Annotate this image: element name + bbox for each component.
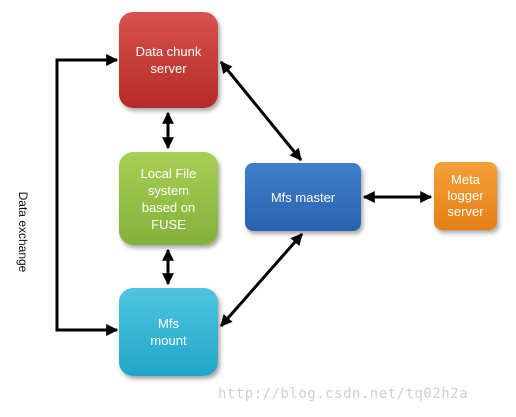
data-exchange-arrow bbox=[55, 54, 119, 336]
data-exchange-label: Data exchange bbox=[16, 191, 30, 273]
node-label: Mfs master bbox=[270, 189, 336, 205]
watermark-text: http://blog.csdn.net/tq02h2a bbox=[218, 386, 469, 402]
mount-master-arrow bbox=[219, 233, 304, 327]
node-data-chunk-server: Data chunk server bbox=[119, 12, 218, 108]
node-label: Meta logger server bbox=[447, 172, 484, 219]
node-mfs-master: Mfs master bbox=[245, 163, 361, 231]
node-meta-logger-server: Meta logger server bbox=[434, 162, 497, 230]
node-label: Local File system based on FUSE bbox=[140, 165, 197, 232]
node-label: Data chunk server bbox=[135, 44, 202, 76]
chunk-master-arrow bbox=[219, 61, 303, 161]
node-label: Mfs mount bbox=[150, 316, 187, 348]
node-local-file-system: Local File system based on FUSE bbox=[119, 152, 218, 245]
node-mfs-mount: Mfs mount bbox=[119, 288, 218, 376]
